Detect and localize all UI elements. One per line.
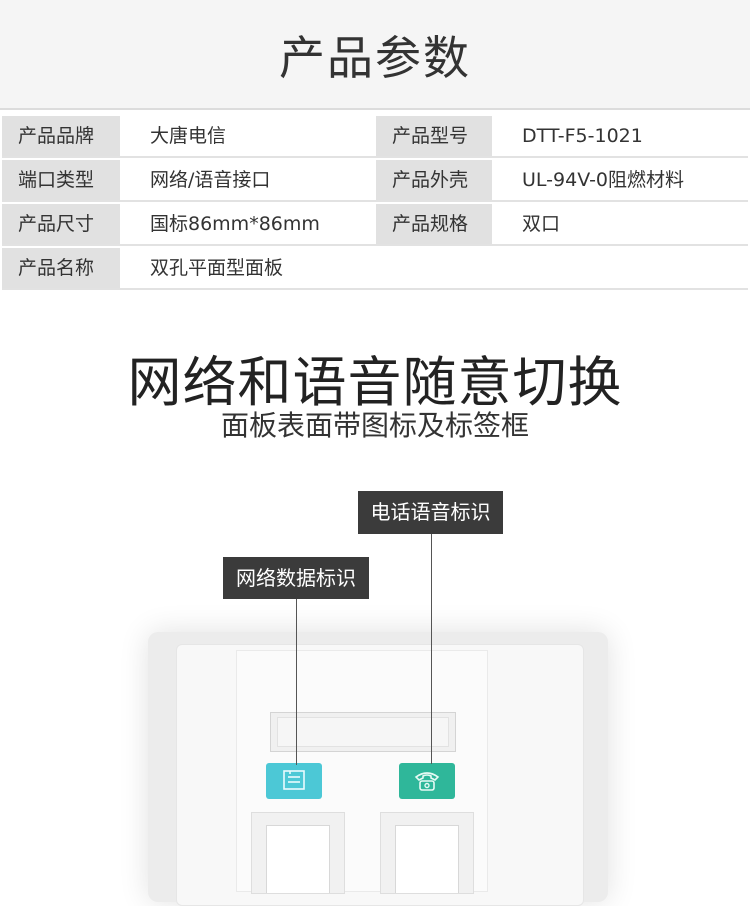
spec-value: 双孔平面型面板 (150, 257, 284, 279)
feature-subtitle: 面板表面带图标及标签框 (220, 409, 529, 442)
spec-row: 产品品牌 大唐电信 产品型号 DTT-F5-1021 (2, 116, 748, 158)
spec-value: 国标86mm*86mm (150, 213, 320, 235)
spec-label: 产品外壳 (376, 160, 492, 200)
callout-line-data (296, 599, 297, 765)
section-title: 产品参数 (279, 31, 471, 85)
spec-value: 双口 (522, 213, 561, 235)
network-icon (283, 770, 305, 790)
spec-value: DTT-F5-1021 (522, 125, 643, 147)
spec-value: 网络/语音接口 (150, 169, 271, 191)
spec-row: 产品尺寸 国标86mm*86mm 产品规格 双口 (2, 204, 748, 246)
spec-row: 产品名称 双孔平面型面板 (2, 248, 748, 290)
phone-voice-tag (399, 763, 455, 799)
spec-value: UL-94V-0阻燃材料 (522, 169, 685, 191)
spec-row: 端口类型 网络/语音接口 产品外壳 UL-94V-0阻燃材料 (2, 160, 748, 202)
spec-label: 产品型号 (376, 116, 492, 156)
callout-line-phone (431, 534, 432, 764)
spec-value: 大唐电信 (150, 125, 227, 147)
spec-label: 产品名称 (2, 248, 120, 288)
network-data-tag (266, 763, 322, 799)
network-port (251, 812, 345, 894)
telephone-icon (414, 772, 440, 791)
spec-label: 产品尺寸 (2, 204, 120, 244)
feature-title: 网络和语音随意切换 (127, 351, 623, 414)
port-opening (395, 825, 459, 893)
callout-network-data: 网络数据标识 (223, 557, 369, 599)
phone-port (380, 812, 474, 894)
callout-phone-voice: 电话语音标识 (358, 491, 503, 534)
label-window (270, 712, 456, 752)
port-opening (266, 825, 330, 893)
label-window-insert (277, 717, 449, 747)
spec-label: 端口类型 (2, 160, 120, 200)
spec-label: 产品品牌 (2, 116, 120, 156)
spec-label: 产品规格 (376, 204, 492, 244)
section-header: 产品参数 (0, 0, 750, 110)
